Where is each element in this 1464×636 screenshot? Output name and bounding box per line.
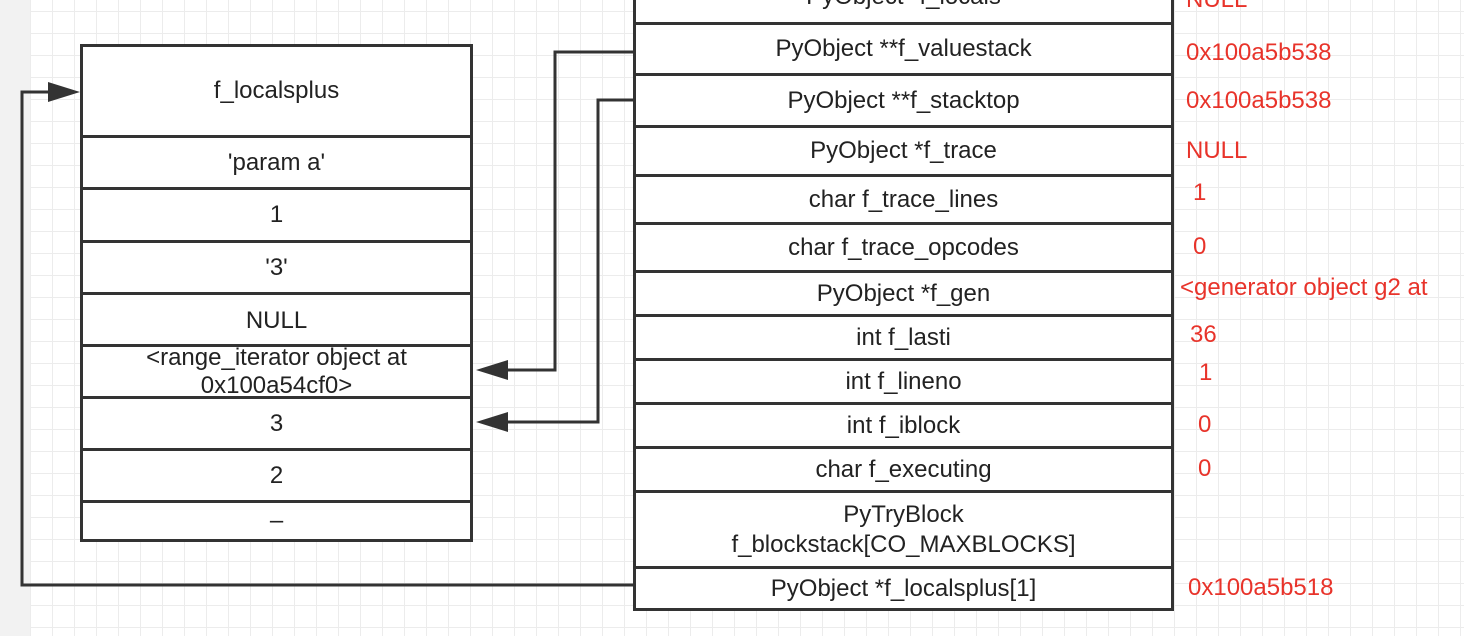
value-f-valuestack: 0x100a5b538	[1186, 39, 1332, 66]
value-f-locals: NULL	[1186, 0, 1247, 14]
value-f-trace-opcodes: 0	[1193, 233, 1207, 260]
stack-cell[interactable]: –	[80, 500, 473, 542]
value-f-lasti: 36	[1190, 321, 1217, 348]
value-f-stacktop: 0x100a5b538	[1186, 87, 1332, 114]
valuestack-connector	[500, 50, 634, 372]
arrowhead-icon	[476, 412, 508, 432]
value-f-lineno: 1	[1199, 359, 1213, 386]
stack-cell[interactable]: 3	[80, 396, 473, 451]
stacktop-connector	[500, 98, 634, 424]
arrowhead-icon	[48, 82, 80, 102]
value-f-trace: NULL	[1186, 137, 1248, 164]
field-f-executing[interactable]: char f_executing	[633, 446, 1174, 493]
value-f-trace-lines: 1	[1193, 179, 1207, 206]
value-f-executing: 0	[1198, 455, 1212, 482]
arrowhead-icon	[476, 360, 508, 380]
field-f-gen[interactable]: PyObject *f_gen	[633, 270, 1174, 317]
field-f-stacktop[interactable]: PyObject **f_stacktop	[633, 73, 1174, 128]
localsplus-connector	[20, 90, 634, 587]
field-f-lasti[interactable]: int f_lasti	[633, 314, 1174, 361]
stack-cell[interactable]: 1	[80, 187, 473, 243]
field-f-trace-opcodes[interactable]: char f_trace_opcodes	[633, 222, 1174, 273]
canvas-gutter	[0, 0, 30, 636]
value-f-gen: <generator object g2 at	[1180, 274, 1428, 301]
value-f-iblock: 0	[1198, 411, 1212, 438]
value-f-localsplus: 0x100a5b518	[1188, 574, 1334, 601]
field-f-localsplus[interactable]: PyObject *f_localsplus[1]	[633, 566, 1174, 611]
